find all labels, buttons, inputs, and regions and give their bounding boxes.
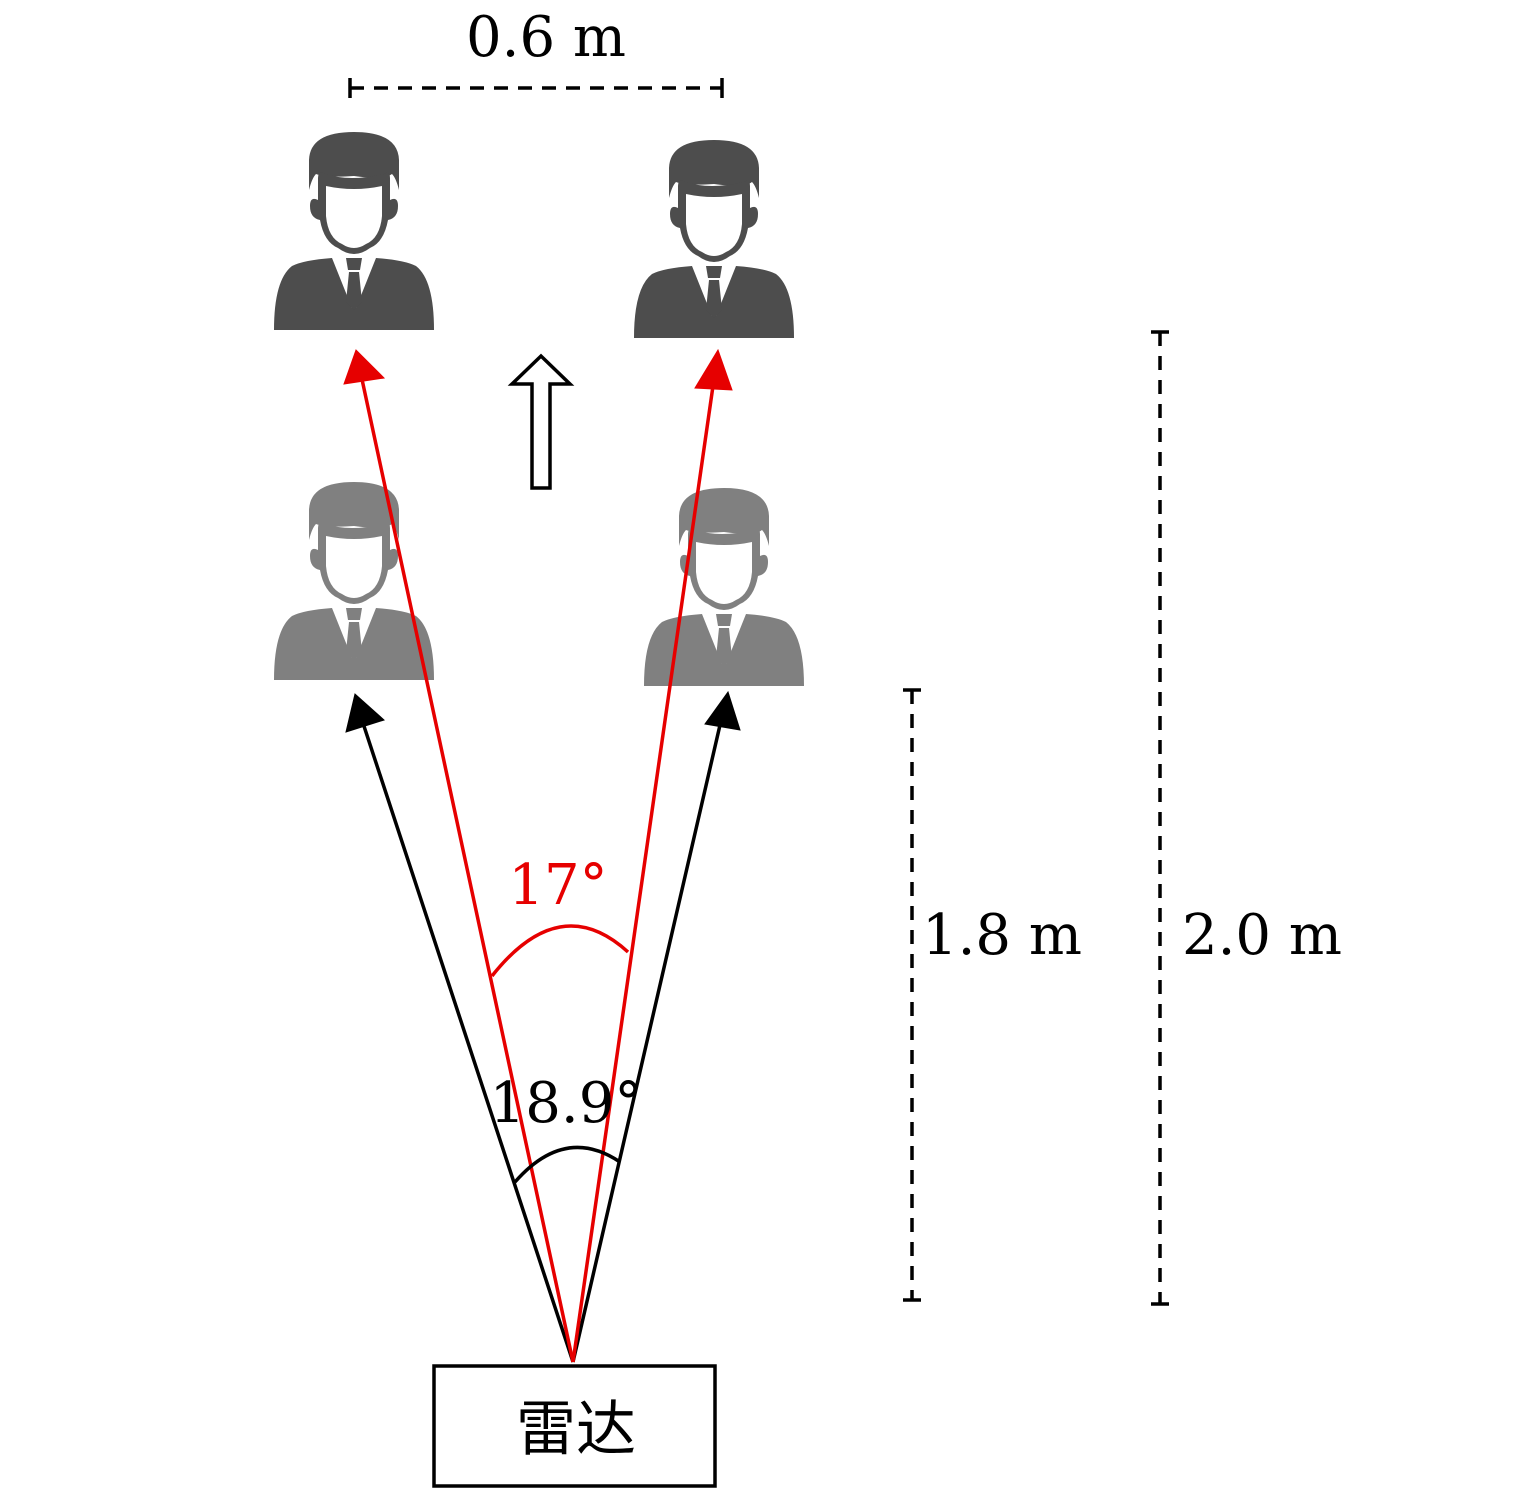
width-label: 0.6 m [466, 5, 626, 70]
person-icon [274, 482, 434, 680]
far-beam-left-head [343, 349, 386, 385]
person-icon [634, 140, 794, 338]
distance-far-dimension: 2.0 m [1151, 330, 1342, 1306]
near-beams [345, 690, 741, 1363]
far-beam-right [571, 371, 717, 1363]
near-beam-left-head [345, 693, 385, 733]
angle-arc-far [490, 924, 630, 978]
angle-label-near: 18.9° [490, 1071, 643, 1136]
near-beam-left [358, 713, 575, 1363]
far-beam-left [358, 369, 575, 1363]
person-icon [644, 488, 804, 686]
far-beams [343, 348, 733, 1363]
radar-box: 雷达 [432, 1364, 717, 1488]
radar-label: 雷达 [516, 1395, 636, 1465]
near-beam-right-head [704, 690, 741, 731]
up-arrow-icon [507, 353, 575, 490]
distance-near-label: 1.8 m [922, 903, 1082, 968]
angle-arc-near [513, 1145, 621, 1184]
far-beam-right-head [694, 348, 733, 391]
distance-near-dimension: 1.8 m [903, 688, 1082, 1302]
near-beam-right [571, 711, 725, 1363]
person-icon [274, 132, 434, 330]
distance-far-label: 2.0 m [1182, 903, 1342, 968]
angle-label-far: 17° [508, 853, 607, 918]
width-dimension: 0.6 m [348, 5, 724, 98]
